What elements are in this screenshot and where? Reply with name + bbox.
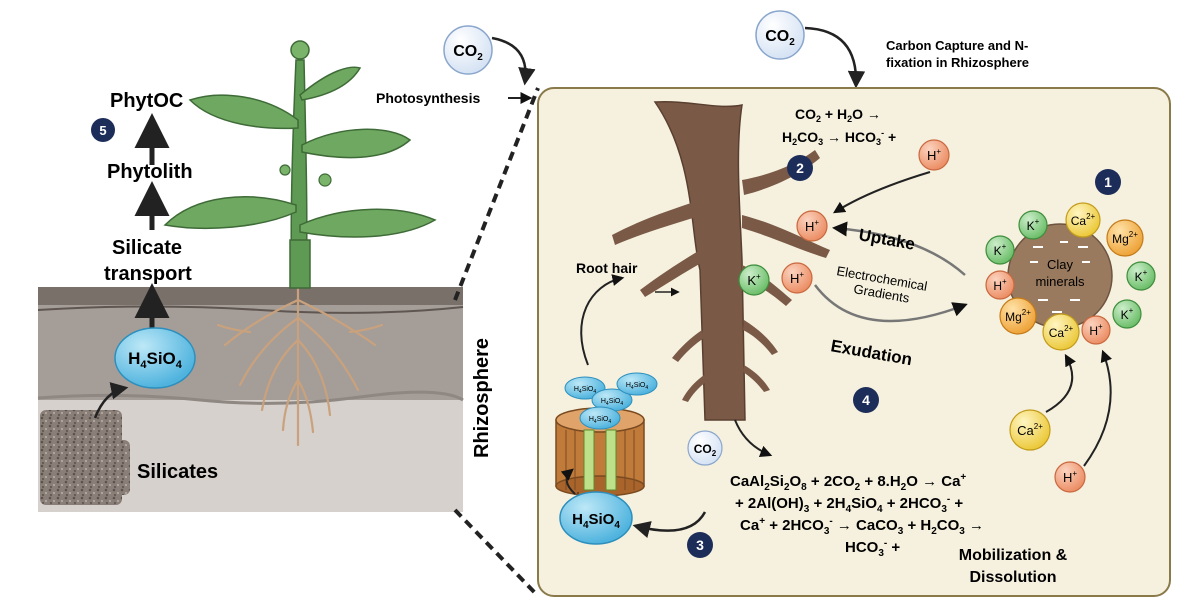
arrow-silicic-to-root-hair: [580, 274, 625, 366]
clay-label-line2: minerals: [1035, 274, 1085, 289]
mobilization-label-line2: Dissolution: [969, 569, 1056, 586]
svg-text:H4SiO4: H4SiO4: [128, 349, 183, 371]
k-ion-clay-4: K+: [1112, 299, 1142, 329]
arrow-co2-into-rhizosphere: [804, 26, 866, 89]
svg-text:H+: H+: [790, 270, 804, 286]
phytoc-label: PhytOC: [110, 90, 183, 112]
svg-text:H4SiO4: H4SiO4: [589, 416, 612, 425]
arrow-ca-to-clay: [1045, 353, 1076, 413]
arrow-exudation: [814, 284, 968, 323]
svg-text:4: 4: [862, 392, 870, 408]
mobilization-label-line1: Mobilization &: [959, 547, 1068, 564]
svg-text:H4SiO4: H4SiO4: [626, 382, 649, 391]
phytolith-label: Phytolith: [107, 161, 193, 183]
svg-text:H+: H+: [927, 147, 941, 163]
arrow-uptake: [832, 221, 966, 276]
step-badge-1: 1: [1095, 169, 1121, 195]
zoom-line-bottom: [453, 508, 540, 598]
k-ion-root: K+: [738, 264, 770, 296]
ca-ion-clay-2: Ca2+: [1042, 313, 1080, 351]
svg-text:H+: H+: [1063, 469, 1077, 485]
silicate-rock-icon: [40, 410, 130, 505]
h-ion-root-lower: H+: [781, 262, 813, 294]
arrow-silicates-to-silicic: [93, 382, 129, 419]
weathering-eq-line4: HCO3- +: [845, 538, 900, 559]
co2-bubble-top-left: CO2: [443, 25, 493, 75]
silicates-label: Silicates: [137, 461, 218, 483]
co2-bubble-top-right: CO2: [755, 10, 805, 60]
root-hair-label: Root hair: [576, 260, 638, 276]
arrow-h-to-clay: [1083, 349, 1113, 467]
step-badge-3: 3: [687, 532, 713, 558]
step-badge-4: 4: [853, 387, 879, 413]
h-ion-clay-1: H+: [985, 270, 1015, 300]
svg-text:H+: H+: [1089, 322, 1103, 338]
weathering-eq-line2: + 2Al(OH)3 + 2H4SiO4 + 2HCO3- +: [735, 494, 963, 515]
h-ion-root-upper: H+: [796, 210, 828, 242]
svg-text:Mg2+: Mg2+: [1005, 308, 1031, 324]
svg-text:2: 2: [796, 160, 804, 176]
svg-text:H4SiO4: H4SiO4: [574, 386, 597, 395]
zoom-line-top: [453, 87, 540, 301]
mg-ion-clay-1: Mg2+: [1106, 219, 1144, 257]
ca-ion-clay-1: Ca2+: [1065, 202, 1101, 238]
arrow-co2-to-photosynthesis: [491, 36, 536, 86]
weathering-eq-line1: CaAl2Si2O8 + 2CO2 + 8.H2O → Ca+: [730, 472, 966, 493]
svg-text:K+: K+: [747, 272, 761, 288]
ca-ion-free: Ca2+: [1009, 409, 1051, 451]
svg-text:K+: K+: [994, 242, 1007, 258]
step-badge-2: 2: [787, 155, 813, 181]
weathering-eq-line3: Ca+ + 2HCO3- → CaCO3 + H2CO3 →: [740, 516, 984, 537]
h-ion-top: H+: [918, 139, 950, 171]
mg-ion-clay-2: Mg2+: [999, 297, 1037, 335]
k-ion-clay-3: K+: [1126, 261, 1156, 291]
rhizosphere-label: Rhizosphere: [471, 338, 493, 458]
svg-text:CO2: CO2: [453, 43, 483, 63]
clay-label-line1: Clay: [1047, 257, 1074, 272]
svg-text:Ca2+: Ca2+: [1017, 422, 1043, 438]
arrow-root-to-weathering: [734, 419, 773, 458]
k-ion-clay-2: K+: [985, 235, 1015, 265]
svg-text:1: 1: [1104, 174, 1112, 190]
carbon-capture-label-line1: Carbon Capture and N-: [886, 38, 1028, 53]
h-ion-free: H+: [1054, 461, 1086, 493]
svg-text:H+: H+: [993, 277, 1007, 293]
k-ion-clay-1: K+: [1018, 210, 1048, 240]
arrow-silicic-to-cylinder: [560, 468, 576, 495]
svg-text:H4SiO4: H4SiO4: [572, 511, 620, 531]
silicic-acid-bubble-panel: H4SiO4: [559, 491, 633, 545]
h-ion-clay-2: H+: [1081, 315, 1111, 345]
svg-text:Mg2+: Mg2+: [1112, 230, 1138, 246]
plant-icon: [163, 40, 437, 447]
silicate-transport-label-line1: Silicate: [112, 237, 182, 259]
step-badge-5: 5: [91, 118, 115, 142]
svg-text:Ca2+: Ca2+: [1071, 212, 1096, 228]
silicate-transport-label-line2: transport: [104, 263, 192, 285]
co2-bubble-panel: CO2: [687, 430, 723, 466]
svg-text:K+: K+: [1027, 217, 1040, 233]
clay-mineral-particle: Clay minerals: [1007, 223, 1113, 329]
equation-carbonic-line2: H2CO3 → HCO3- +: [782, 128, 896, 147]
svg-text:H+: H+: [805, 218, 819, 234]
svg-text:H4SiO4: H4SiO4: [601, 398, 624, 407]
silicic-acid-cluster: H4SiO4 H4SiO4 H4SiO4 H4SiO4: [564, 372, 658, 430]
equation-carbonic-line1: CO2 + H2O →: [795, 106, 881, 124]
svg-text:CO2: CO2: [694, 442, 717, 458]
carbon-capture-label-line2: fixation in Rhizosphere: [886, 55, 1029, 70]
arrow-h-to-root: [832, 171, 931, 214]
photosynthesis-label: Photosynthesis: [376, 90, 480, 106]
svg-text:K+: K+: [1135, 268, 1148, 284]
silicic-acid-bubble: H4SiO4: [114, 327, 196, 389]
svg-text:CO2: CO2: [765, 28, 795, 48]
svg-text:Ca2+: Ca2+: [1049, 324, 1074, 340]
arrow-weathering-to-silicic: [632, 511, 707, 538]
svg-text:5: 5: [99, 123, 106, 138]
svg-text:K+: K+: [1121, 306, 1134, 322]
svg-text:3: 3: [696, 537, 704, 553]
